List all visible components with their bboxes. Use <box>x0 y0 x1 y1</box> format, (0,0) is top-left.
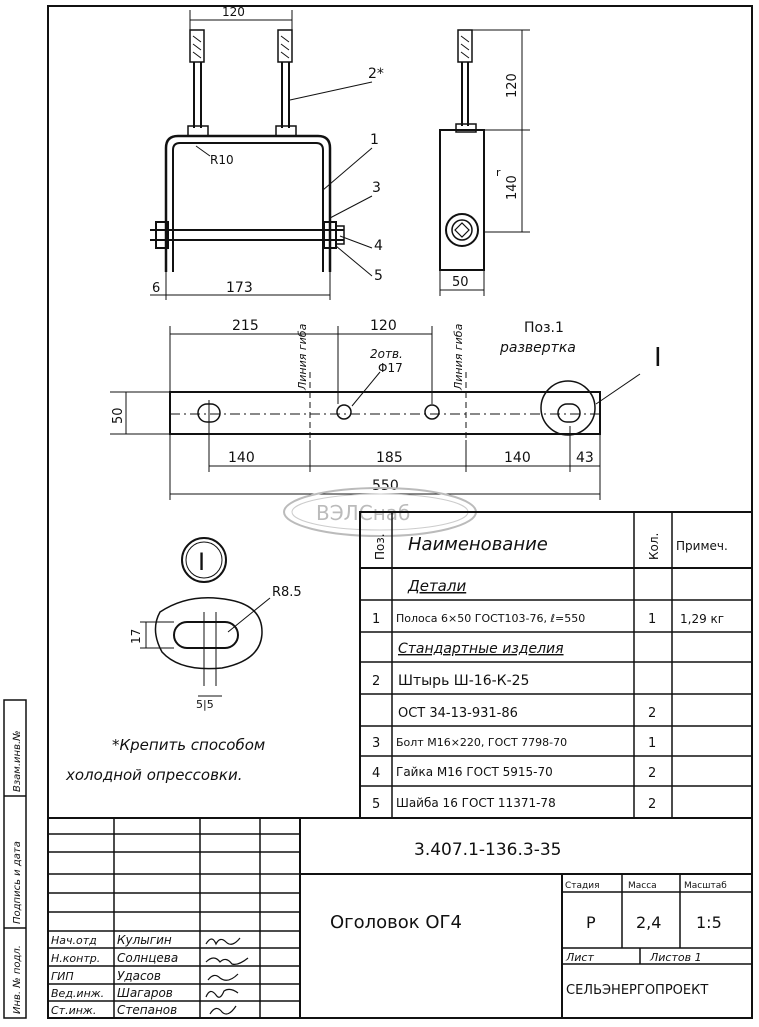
mass-label: Масса <box>628 881 657 891</box>
spec-row-5-qty: 1 <box>648 736 656 751</box>
sheets-label: Листов 1 <box>649 951 702 964</box>
spec-row-6-pos: 4 <box>372 766 380 781</box>
spec-row-1-qty: 1 <box>648 612 656 627</box>
detail-dim-5: 5|5 <box>196 698 214 711</box>
hole-label-2: Φ17 <box>378 361 403 375</box>
strip-dim-215: 215 <box>232 318 259 334</box>
stage-value: Р <box>586 913 596 932</box>
side-mark-r: r <box>496 166 501 179</box>
side-view <box>439 29 530 296</box>
spec-header-note: Примеч. <box>676 539 728 553</box>
strip-dim-total: 550 <box>372 478 399 494</box>
bend-line-label-1: Линия гиба <box>296 323 309 391</box>
sig-name-2: Удасов <box>117 969 161 983</box>
spec-row-1-note: 1,29 кг <box>680 612 724 626</box>
bend-line-label-2: Линия гиба <box>452 323 465 391</box>
spec-table <box>359 511 753 819</box>
spec-row-5-name: Болт М16×220, ГОСТ 7798-70 <box>396 736 567 749</box>
sig-name-1: Солнцева <box>117 951 178 965</box>
spec-header-qty: Кол. <box>647 533 661 560</box>
leader-3: 3 <box>372 180 381 196</box>
title-block <box>48 817 752 1018</box>
front-dim-left: 6 <box>152 281 160 296</box>
pos-label-2: развертка <box>499 340 576 356</box>
detail-dim-17: 17 <box>129 629 143 644</box>
spec-row-1-pos: 1 <box>372 612 380 627</box>
front-radius: R10 <box>210 153 234 167</box>
spec-row-4-qty: 2 <box>648 706 656 721</box>
spec-row-6-name: Гайка М16 ГОСТ 5915-70 <box>396 765 553 779</box>
hole-label-1: 2отв. <box>370 347 403 361</box>
strip-view <box>110 326 641 500</box>
detail-view <box>140 537 271 697</box>
front-dim-inner: 173 <box>226 280 253 296</box>
binding-strip <box>3 699 27 1019</box>
spec-row-2-name: Стандартные изделия <box>398 641 564 657</box>
side-dim-top: 120 <box>505 73 520 98</box>
leader-4: 4 <box>374 238 383 254</box>
sheet-label: Лист <box>565 951 594 964</box>
strip-dim-bottom-4: 43 <box>576 450 594 466</box>
strip-dim-bottom-3: 140 <box>504 450 531 466</box>
spec-header-pos: Поз. <box>373 533 387 560</box>
spec-row-7-pos: 5 <box>372 797 380 812</box>
scale-value: 1:5 <box>696 913 722 932</box>
leader-1: 1 <box>370 132 379 148</box>
signature-scribbles <box>205 937 249 1015</box>
spec-row-7-qty: 2 <box>648 797 656 812</box>
strip-dim-120: 120 <box>370 318 397 334</box>
sig-role-2: ГИП <box>51 970 74 983</box>
doc-code: 3.407.1-136.3-35 <box>414 840 561 860</box>
strip-dim-50: 50 <box>111 407 126 424</box>
detail-radius: R8.5 <box>272 585 302 600</box>
detail-mark: I <box>198 548 205 576</box>
sig-role-4: Ст.инж. <box>51 1004 96 1017</box>
spec-row-7-name: Шайба 16 ГОСТ 11371-78 <box>396 796 556 810</box>
leader-5: 5 <box>374 268 383 284</box>
strip-dim-bottom-2: 185 <box>376 450 403 466</box>
sig-role-1: Н.контр. <box>51 952 100 965</box>
stage-label: Стадия <box>565 881 600 891</box>
side-dim-height: 140 <box>505 175 520 200</box>
spec-row-0-name: Детали <box>407 577 466 595</box>
mass-value: 2,4 <box>636 913 661 932</box>
scale-label: Масштаб <box>684 881 727 891</box>
strip-dim-bottom-1: 140 <box>228 450 255 466</box>
leader-2: 2* <box>368 66 384 82</box>
pos-label-1: Поз.1 <box>524 320 564 336</box>
sig-name-3: Шагаров <box>117 986 173 1000</box>
view-mark-strip: I <box>654 343 662 373</box>
note-line-2: холодной опрессовки. <box>65 766 243 784</box>
side-dim-width: 50 <box>452 275 469 290</box>
sig-role-3: Вед.инж. <box>51 987 104 1000</box>
sig-name-0: Кулыгин <box>117 933 172 947</box>
sig-role-0: Нач.отд <box>51 934 97 947</box>
spec-row-3-name: Штырь Ш-16-К-25 <box>398 673 529 689</box>
spec-row-4-name: ОСТ 34-13-931-86 <box>398 706 518 721</box>
sidebar-sign-date: Подпись и дата <box>12 841 23 924</box>
spec-row-3-pos: 2 <box>372 674 380 689</box>
sidebar-inv-repl: Взам.инв.№ <box>12 730 23 792</box>
spec-header-name: Наименование <box>408 534 548 555</box>
front-view <box>150 10 373 300</box>
note-line-1: *Крепить способом <box>112 736 265 754</box>
spec-row-1-name: Полоса 6×50 ГОСТ103-76, ℓ=550 <box>396 612 585 625</box>
spec-row-6-qty: 2 <box>648 766 656 781</box>
sidebar-inv-orig: Инв. № подл. <box>12 945 23 1014</box>
spec-row-5-pos: 3 <box>372 736 380 751</box>
org-name: СЕЛЬЭНЕРГОПРОЕКТ <box>566 983 708 998</box>
sig-name-4: Степанов <box>117 1003 177 1017</box>
doc-title: Оголовок ОГ4 <box>330 912 462 933</box>
front-dim-width: 120 <box>222 5 245 19</box>
